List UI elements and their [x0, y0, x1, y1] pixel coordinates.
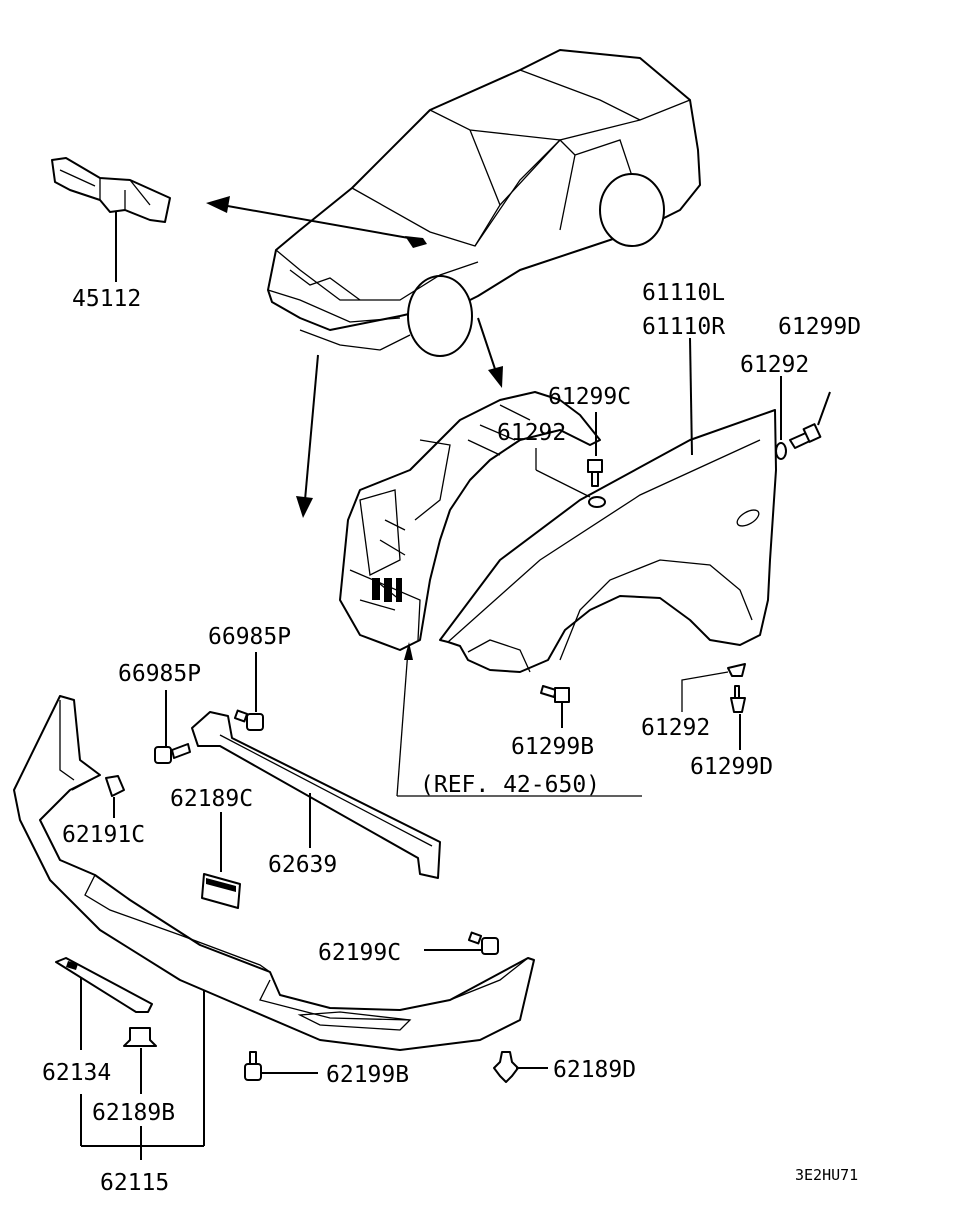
front-bumper: [13, 695, 535, 1051]
part-label-61299C-top: 61299C: [548, 384, 631, 410]
bolt-62199B: [244, 1051, 318, 1081]
part-label-45112: 45112: [72, 286, 141, 312]
part-label-61292-top-right: 61292: [740, 352, 809, 378]
part-label-62189D: 62189D: [553, 1057, 636, 1083]
part-label-62134: 62134: [42, 1060, 111, 1086]
part-label-62115: 62115: [100, 1170, 169, 1196]
bolt-61299D-top: [789, 391, 831, 449]
molding-62134: [55, 957, 153, 1050]
part-label-61299D-top: 61299D: [778, 314, 861, 340]
bolt-61299B: [540, 685, 570, 728]
car-illustration: [267, 49, 701, 357]
part-label-61299D-bottom: 61299D: [690, 754, 773, 780]
reference-note: (REF. 42-650): [420, 772, 600, 798]
leader-61110: [689, 337, 693, 456]
reference-leader: [396, 642, 642, 797]
nut-62191C: [105, 775, 125, 818]
part-label-61292-bottom: 61292: [641, 715, 710, 741]
part-label-61110L: 61110L: [642, 280, 725, 306]
front-fender: [439, 409, 777, 673]
part-label-61292-mid: 61292: [497, 420, 566, 446]
clip-62189C: [201, 812, 241, 909]
part-label-62189C: 62189C: [170, 786, 253, 812]
diagram-code: 3E2HU71: [795, 1166, 858, 1184]
bolt-66985P-lower: [154, 690, 191, 764]
washer-61292-top: [775, 376, 787, 460]
bracket-45112: [51, 157, 171, 282]
part-label-62191C: 62191C: [62, 822, 145, 848]
part-label-62189B: 62189B: [92, 1100, 175, 1126]
part-label-61299B: 61299B: [511, 734, 594, 760]
group-bracket-62115: [80, 990, 205, 1160]
washer-61292-mid: [535, 448, 606, 508]
bolt-62199C: [424, 931, 499, 955]
bolt-66985P-upper: [233, 652, 264, 731]
part-label-62199B: 62199B: [326, 1062, 409, 1088]
bumper-support-bar-62639: [191, 711, 441, 879]
bolt-61299D-bottom: [730, 685, 746, 750]
bolt-61299C: [587, 412, 603, 487]
leader-arrows: [206, 196, 503, 518]
clip-62189D: [493, 1051, 548, 1083]
part-label-62199C: 62199C: [318, 940, 401, 966]
part-label-61110R: 61110R: [642, 314, 725, 340]
washer-61292-bottom: [681, 663, 746, 712]
part-label-66985P-upper: 66985P: [208, 624, 291, 650]
part-label-66985P-lower: 66985P: [118, 661, 201, 687]
clip-62189B: [123, 1027, 157, 1094]
part-label-62639: 62639: [268, 852, 337, 878]
